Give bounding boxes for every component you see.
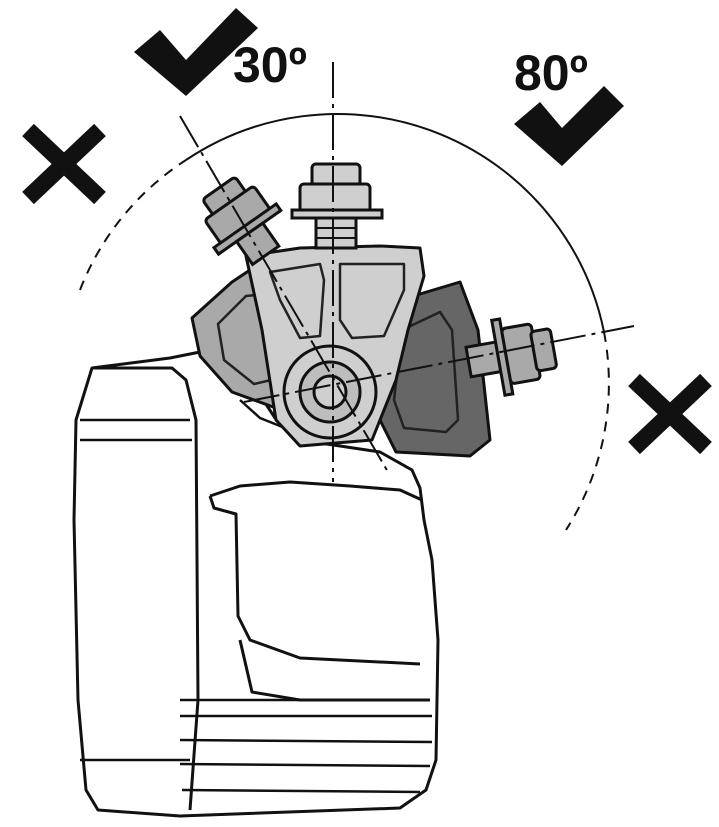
fitting-top: [290, 162, 384, 250]
axis-30deg-line: [179, 115, 389, 473]
check-icon: [514, 86, 624, 166]
allowed-range-arc: [185, 112, 605, 333]
angle-guides: [79, 62, 635, 531]
angle-label-80: 80º: [514, 45, 588, 101]
check-icon: [134, 8, 258, 96]
fitting-left: [202, 176, 283, 267]
cross-icon: [22, 123, 106, 205]
axis-80deg-line: [243, 325, 635, 403]
valve-head: [190, 244, 492, 458]
fitting-right: [464, 317, 558, 397]
cross-icon: [628, 373, 712, 455]
angle-label-30: 30º: [233, 37, 307, 93]
forbidden-range-arc-right: [565, 331, 610, 531]
housing-body: [72, 350, 440, 818]
forbidden-range-arc-left: [79, 159, 187, 291]
